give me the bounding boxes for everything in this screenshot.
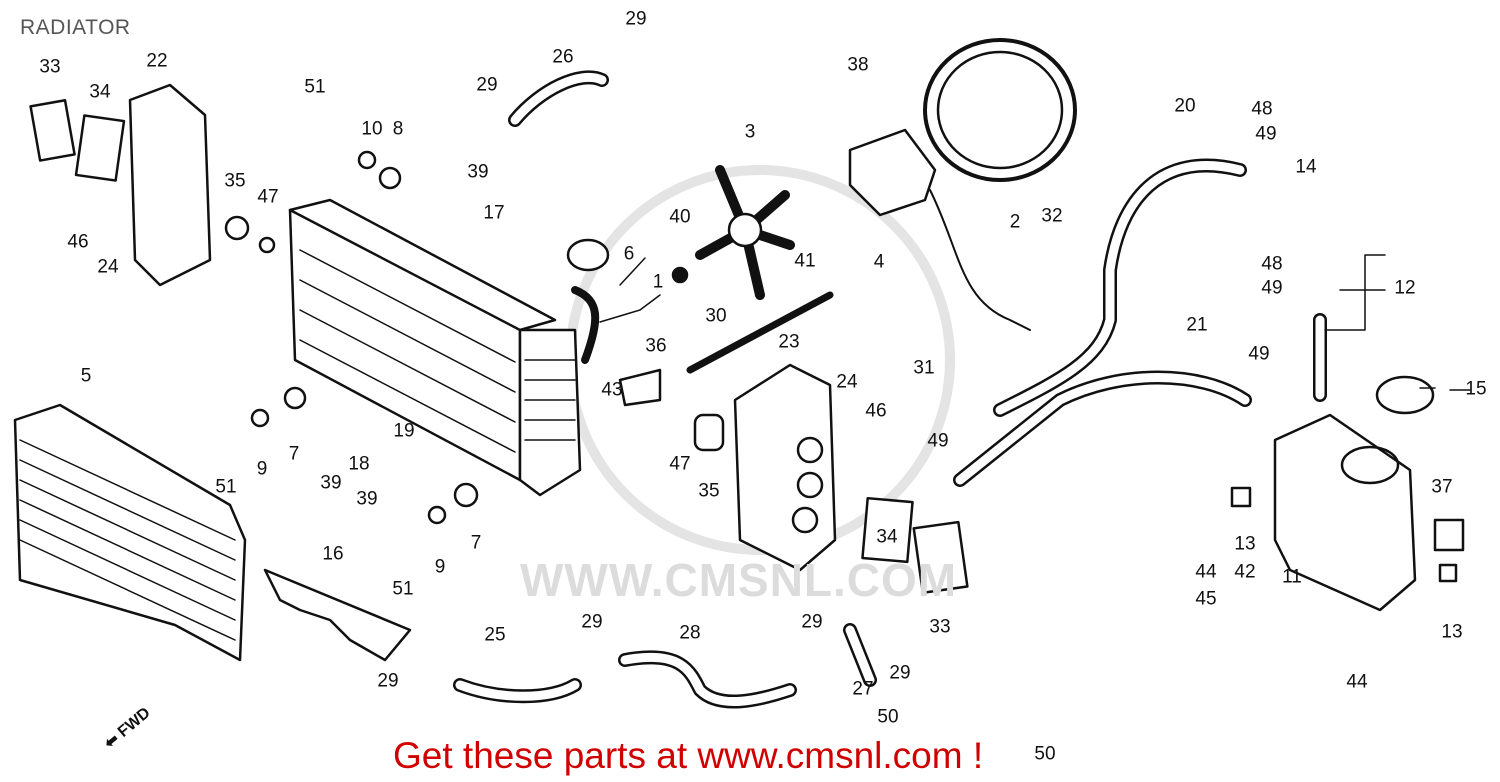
callout[interactable]: 28	[679, 622, 701, 644]
callout[interactable]: 34	[876, 526, 898, 548]
callout[interactable]: 39	[356, 488, 378, 510]
radiator-core	[288, 198, 582, 497]
callout[interactable]: 49	[1248, 343, 1270, 365]
callout[interactable]: 47	[257, 186, 279, 208]
callout[interactable]: 33	[929, 616, 951, 638]
callout[interactable]: 51	[392, 578, 414, 600]
callout[interactable]: 40	[669, 206, 691, 228]
callout[interactable]: 49	[927, 430, 949, 452]
plate-34b	[861, 496, 914, 564]
callout[interactable]: 17	[483, 202, 505, 224]
radiator-grille	[13, 403, 247, 662]
callout[interactable]: 44	[1195, 561, 1217, 583]
callout[interactable]: 21	[1186, 314, 1208, 336]
footer-link-text[interactable]: Get these parts at www.cmsnl.com !	[393, 735, 984, 776]
callout[interactable]: 4	[873, 251, 885, 273]
callout[interactable]: 29	[476, 74, 498, 96]
callout[interactable]: 46	[67, 231, 89, 253]
diagram-title: RADIATOR	[20, 16, 131, 39]
leader-lines	[599, 254, 1471, 391]
callout[interactable]: 9	[256, 458, 268, 480]
callout[interactable]: 30	[705, 305, 727, 327]
callout[interactable]: 45	[1195, 588, 1217, 610]
callout[interactable]: 38	[847, 54, 869, 76]
callout[interactable]: 27	[852, 678, 874, 700]
callout[interactable]: 39	[467, 161, 489, 183]
callout[interactable]: 20	[1174, 95, 1196, 117]
callout[interactable]: 50	[1034, 743, 1056, 765]
plate-33b	[912, 520, 969, 594]
callout[interactable]: 31	[913, 357, 935, 379]
callout[interactable]: 50	[877, 706, 899, 728]
callout[interactable]: 24	[836, 371, 858, 393]
callout[interactable]: 29	[889, 662, 911, 684]
callout[interactable]: 14	[1295, 156, 1317, 178]
callout[interactable]: 35	[698, 480, 720, 502]
callout[interactable]: 48	[1251, 98, 1273, 120]
side-cover-22	[128, 83, 212, 287]
callout[interactable]: 15	[1465, 378, 1487, 400]
callout[interactable]: 5	[80, 365, 92, 387]
callout[interactable]: 43	[601, 379, 623, 401]
callout[interactable]: 33	[39, 56, 61, 78]
callout[interactable]: 44	[1346, 671, 1368, 693]
callout[interactable]: 23	[778, 331, 800, 353]
callout[interactable]: 13	[1441, 621, 1463, 643]
tank-cap	[1375, 375, 1435, 415]
callout[interactable]: 29	[377, 670, 399, 692]
callout[interactable]: 51	[304, 76, 326, 98]
callout[interactable]: 47	[669, 453, 691, 475]
callout[interactable]: 22	[146, 50, 168, 72]
callout[interactable]: 10	[361, 118, 383, 140]
callout[interactable]: 18	[348, 453, 370, 475]
callout[interactable]: 41	[794, 250, 816, 272]
callout[interactable]: 7	[288, 443, 300, 465]
callout[interactable]: 3	[744, 121, 756, 143]
callout[interactable]: 25	[484, 624, 506, 646]
reserve-tank	[1273, 413, 1417, 612]
callout[interactable]: 12	[1394, 277, 1416, 299]
callout[interactable]: 6	[623, 243, 635, 265]
plate-33	[29, 99, 76, 162]
callout[interactable]: 32	[1041, 205, 1063, 227]
callout[interactable]: 36	[645, 335, 667, 357]
callout[interactable]: 29	[581, 611, 603, 633]
callout[interactable]: 51	[215, 476, 237, 498]
callout[interactable]: 26	[552, 46, 574, 68]
fan-motor	[848, 128, 937, 217]
callout[interactable]: 29	[801, 611, 823, 633]
callout[interactable]: 34	[89, 81, 111, 103]
cooling-fan	[695, 165, 795, 300]
callout[interactable]: 11	[1282, 566, 1302, 588]
callout[interactable]: 29	[625, 8, 647, 30]
side-cover-23	[733, 363, 837, 572]
callout[interactable]: 49	[1261, 277, 1283, 299]
thermo-pipe	[686, 291, 834, 374]
radiator-cap	[566, 238, 610, 272]
callout[interactable]: 19	[393, 420, 415, 442]
watermark: WWW.CMSNL.COM	[520, 554, 958, 606]
callout[interactable]: 35	[224, 170, 246, 192]
bracket-16	[263, 568, 412, 662]
callout[interactable]: 8	[392, 118, 404, 140]
callout[interactable]: 48	[1261, 253, 1283, 275]
callout[interactable]: 16	[322, 543, 344, 565]
callout[interactable]: 24	[97, 256, 119, 278]
callout[interactable]: 49	[1255, 123, 1277, 145]
plate-34	[74, 114, 126, 182]
callout[interactable]: 39	[320, 472, 342, 494]
callout[interactable]: 42	[1234, 561, 1256, 583]
callout[interactable]: 1	[652, 271, 664, 293]
callout[interactable]: 46	[865, 400, 887, 422]
callout[interactable]: 37	[1431, 476, 1453, 498]
callout[interactable]: 2	[1009, 211, 1021, 233]
fan-shroud	[923, 38, 1077, 182]
callout[interactable]: 9	[434, 556, 446, 578]
callout[interactable]: 13	[1234, 533, 1256, 555]
callout[interactable]: 7	[470, 532, 482, 554]
